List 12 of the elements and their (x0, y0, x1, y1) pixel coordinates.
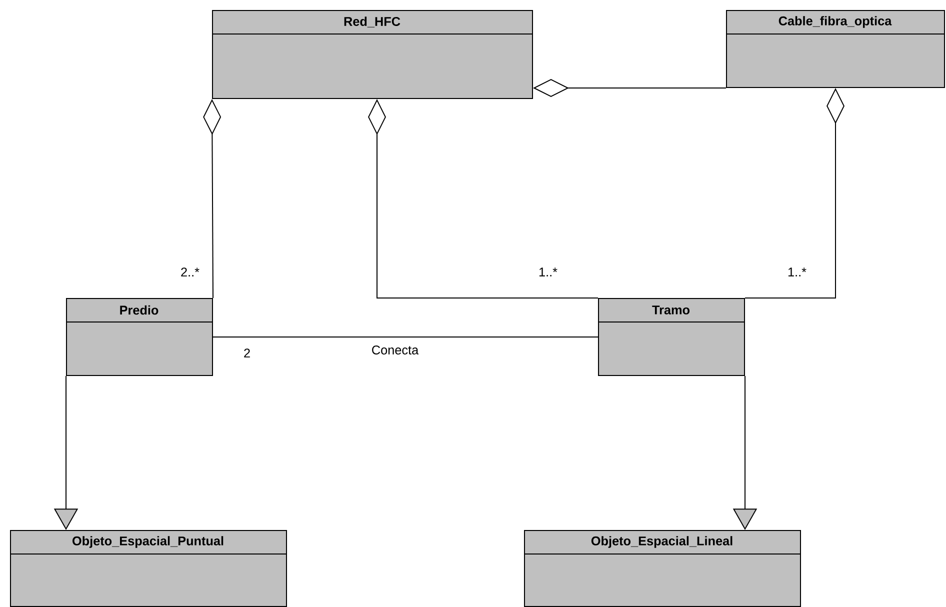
class-box: Tramo (598, 298, 745, 376)
class-box: Red_HFC (212, 10, 533, 99)
edge-label: Conecta (370, 344, 420, 356)
association-line (212, 336, 598, 338)
multiplicity-label: 2..* (181, 268, 200, 276)
multiplicity-label: 1..* (788, 268, 806, 276)
multiplicity-label: 1..* (539, 268, 558, 276)
multiplicity-label: 2 (244, 348, 250, 358)
class-box: Objeto_Espacial_Puntual (10, 530, 287, 607)
class-box: Objeto_Espacial_Lineal (524, 530, 801, 607)
class-box: Predio (66, 298, 213, 376)
class-box: Cable_fibra_optica (726, 10, 945, 88)
